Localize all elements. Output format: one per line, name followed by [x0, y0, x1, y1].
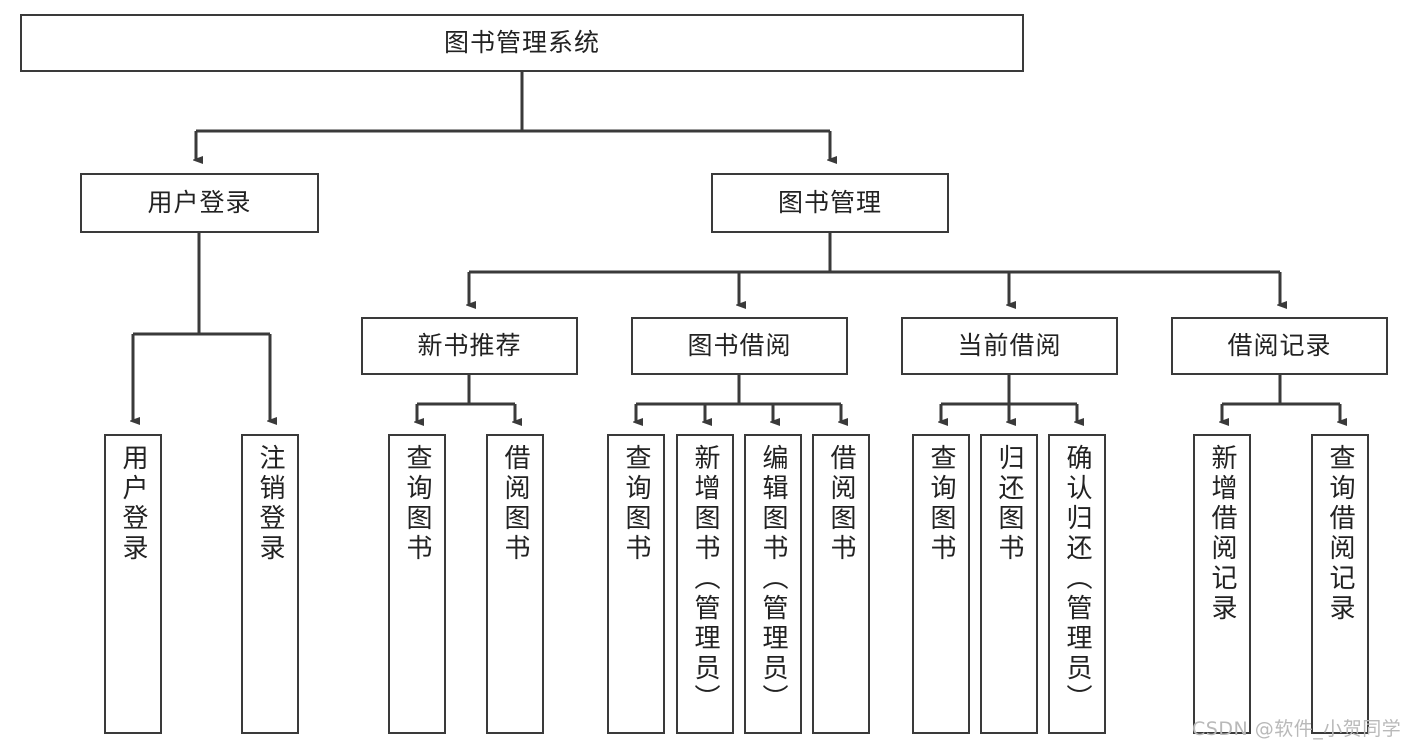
leaf-user-login-signin[interactable]: 用户登录 [104, 434, 162, 734]
leaf-book-borrow-borrow-book[interactable]: 借阅图书 [812, 434, 870, 734]
csdn-watermark: CSDN @软件_小贺同学 [1192, 718, 1402, 740]
node-label: 归还图书 [994, 444, 1024, 564]
node-label: 图书管理 [777, 188, 882, 217]
leaf-user-login-logout[interactable]: 注销登录 [241, 434, 299, 734]
node-label: 查询图书 [926, 444, 956, 564]
node-label: 借阅图书 [500, 444, 530, 564]
leaf-book-borrow-query-book[interactable]: 查询图书 [607, 434, 665, 734]
node-label: 查询图书 [402, 444, 432, 564]
leaf-current-borrow-confirm-return-admin[interactable]: 确认归还（管理员） [1048, 434, 1106, 734]
node-label: 查询图书 [621, 444, 651, 564]
node-root-book-management-system[interactable]: 图书管理系统 [20, 14, 1024, 72]
node-label: 注销登录 [255, 444, 285, 564]
leaf-new-book-query-book[interactable]: 查询图书 [388, 434, 446, 734]
node-label: 用户登录 [147, 188, 252, 217]
node-label: 当前借阅 [957, 331, 1062, 360]
leaf-current-borrow-query-book[interactable]: 查询图书 [912, 434, 970, 734]
node-label: 编辑图书（管理员） [758, 444, 788, 714]
node-label: 借阅记录 [1227, 331, 1332, 360]
node-book-borrow[interactable]: 图书借阅 [631, 317, 848, 375]
node-label: 用户登录 [118, 444, 148, 564]
node-label: 确认归还（管理员） [1062, 444, 1092, 714]
node-borrow-record[interactable]: 借阅记录 [1171, 317, 1388, 375]
leaf-borrow-record-query-record[interactable]: 查询借阅记录 [1311, 434, 1369, 734]
leaf-current-borrow-return-book[interactable]: 归还图书 [980, 434, 1038, 734]
leaf-new-book-borrow-book[interactable]: 借阅图书 [486, 434, 544, 734]
leaf-borrow-record-add-record[interactable]: 新增借阅记录 [1193, 434, 1251, 734]
node-book-management[interactable]: 图书管理 [711, 173, 949, 233]
node-label: 新增借阅记录 [1207, 444, 1237, 624]
node-label: 查询借阅记录 [1325, 444, 1355, 624]
leaf-book-borrow-add-book-admin[interactable]: 新增图书（管理员） [676, 434, 734, 734]
node-label: 图书管理系统 [443, 28, 600, 57]
node-label: 图书借阅 [687, 331, 792, 360]
node-label: 借阅图书 [826, 444, 856, 564]
node-new-book-recommend[interactable]: 新书推荐 [361, 317, 578, 375]
leaf-book-borrow-edit-book-admin[interactable]: 编辑图书（管理员） [744, 434, 802, 734]
node-current-borrow[interactable]: 当前借阅 [901, 317, 1118, 375]
node-label: 新增图书（管理员） [690, 444, 720, 714]
node-label: 新书推荐 [417, 331, 522, 360]
node-user-login[interactable]: 用户登录 [80, 173, 319, 233]
